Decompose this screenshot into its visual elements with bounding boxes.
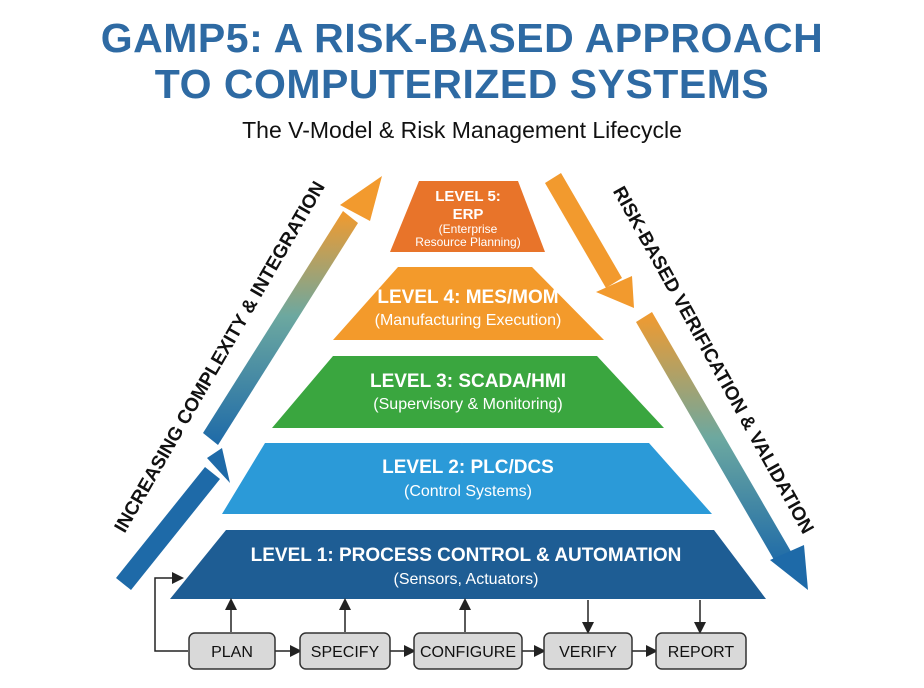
level-3-desc: (Supervisory & Monitoring) — [373, 396, 562, 413]
level-4-title: LEVEL 4: MES/MOM — [377, 287, 558, 308]
level-5-title: LEVEL 5: — [435, 188, 501, 205]
level-4-band — [333, 267, 604, 340]
level-2-band — [222, 443, 712, 514]
step-report: REPORT — [655, 632, 747, 670]
step-plan: PLAN — [188, 632, 276, 670]
level-1-band — [170, 530, 766, 599]
level-5-band — [390, 181, 545, 252]
step-specify: SPECIFY — [299, 632, 391, 670]
subtitle: The V-Model & Risk Management Lifecycle — [242, 117, 682, 143]
step-report-label: REPORT — [668, 644, 735, 661]
level-1-desc: (Sensors, Actuators) — [394, 571, 539, 588]
level-2-title: LEVEL 2: PLC/DCS — [382, 457, 554, 478]
left-increasing-arrow — [116, 176, 382, 590]
level-5-desc-2: Resource Planning) — [415, 235, 520, 249]
step-configure-label: CONFIGURE — [420, 644, 516, 661]
step-specify-label: SPECIFY — [311, 644, 380, 661]
level-3-title: LEVEL 3: SCADA/HMI — [370, 371, 566, 392]
level-4-desc: (Manufacturing Execution) — [375, 312, 562, 329]
level-5-desc: (Enterprise — [439, 222, 498, 236]
step-verify: VERIFY — [543, 632, 633, 670]
level-2-desc: (Control Systems) — [404, 483, 532, 500]
step-verify-label: VERIFY — [559, 644, 617, 661]
title-line-1: GAMP5: A RISK-BASED APPROACH — [100, 15, 824, 61]
step-connectors — [154, 572, 706, 657]
step-plan-label: PLAN — [211, 644, 253, 661]
title-line-2: TO COMPUTERIZED SYSTEMS — [154, 61, 770, 107]
step-configure: CONFIGURE — [413, 632, 523, 670]
level-3-band — [272, 356, 664, 428]
right-descending-arrow — [545, 173, 808, 590]
level-5-title-2: ERP — [453, 206, 484, 223]
level-1-title: LEVEL 1: PROCESS CONTROL & AUTOMATION — [251, 545, 682, 566]
